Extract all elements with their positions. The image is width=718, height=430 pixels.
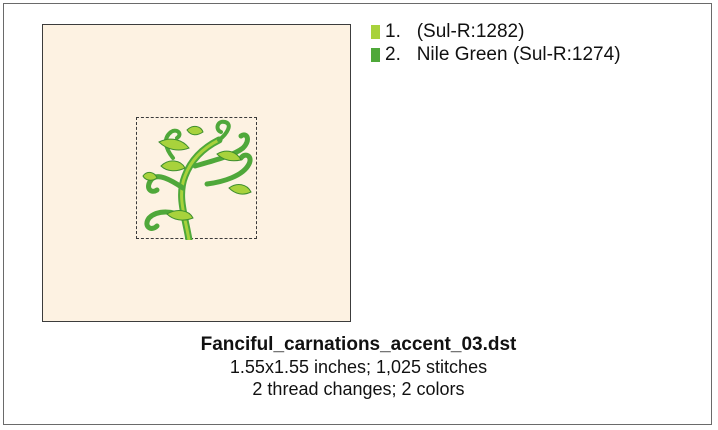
design-info: Fanciful_carnations_accent_03.dst 1.55x1… xyxy=(4,334,713,400)
thread-color-legend: 1. (Sul-R:1282) 2. Nile Green (Sul-R:127… xyxy=(371,20,621,66)
design-thread-changes: 2 thread changes; 2 colors xyxy=(252,379,465,399)
design-file-name: Fanciful_carnations_accent_03.dst xyxy=(200,334,517,355)
legend-item-number: 2. xyxy=(385,44,401,65)
legend-item-name: Nile Green xyxy=(416,44,508,65)
design-size-stitches: 1.55x1.55 inches; 1,025 stitches xyxy=(229,357,488,377)
hoop-area xyxy=(42,24,351,322)
thread-color-swatch xyxy=(371,24,380,39)
legend-item-number: 1. xyxy=(385,21,401,42)
legend-item: 2. Nile Green (Sul-R:1274) xyxy=(371,43,621,66)
thread-color-swatch xyxy=(371,47,380,62)
embroidery-design-image xyxy=(142,119,253,240)
legend-item: 1. (Sul-R:1282) xyxy=(371,20,621,43)
legend-item-code: (Sul-R:1274) xyxy=(512,44,621,65)
preview-frame: 1. (Sul-R:1282) 2. Nile Green (Sul-R:127… xyxy=(3,3,712,425)
design-bounding-box xyxy=(136,117,257,240)
legend-item-code: (Sul-R:1282) xyxy=(416,21,525,42)
